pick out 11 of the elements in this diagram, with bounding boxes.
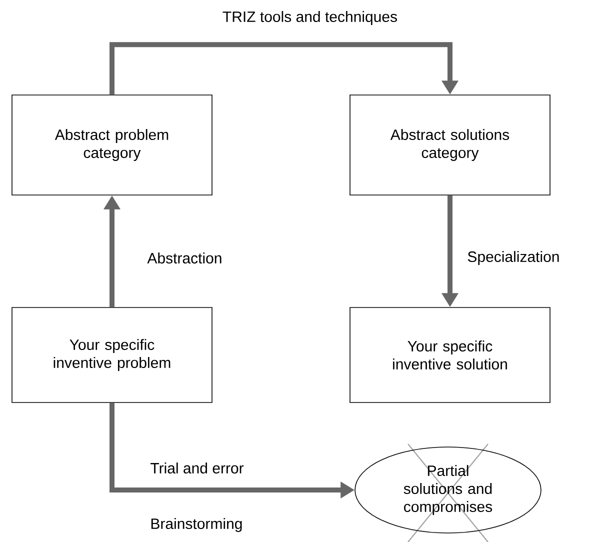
edge-label: TRIZ tools and techniques bbox=[220, 9, 400, 27]
edge-label: Specialization bbox=[465, 249, 562, 267]
edge-label: Abstraction bbox=[145, 250, 224, 266]
arrow bbox=[110, 42, 459, 95]
process-box: Abstract problem category bbox=[12, 94, 212, 196]
ellipse-node: Partial solutions and compromises bbox=[354, 446, 542, 534]
text-label: Brainstorming bbox=[148, 516, 245, 534]
process-box: Abstract solutions category bbox=[350, 94, 550, 196]
process-box: Your specific inventive problem bbox=[12, 307, 212, 403]
edge-label: Trial and error bbox=[148, 460, 246, 476]
process-box: Your specific inventive solution bbox=[350, 307, 550, 403]
